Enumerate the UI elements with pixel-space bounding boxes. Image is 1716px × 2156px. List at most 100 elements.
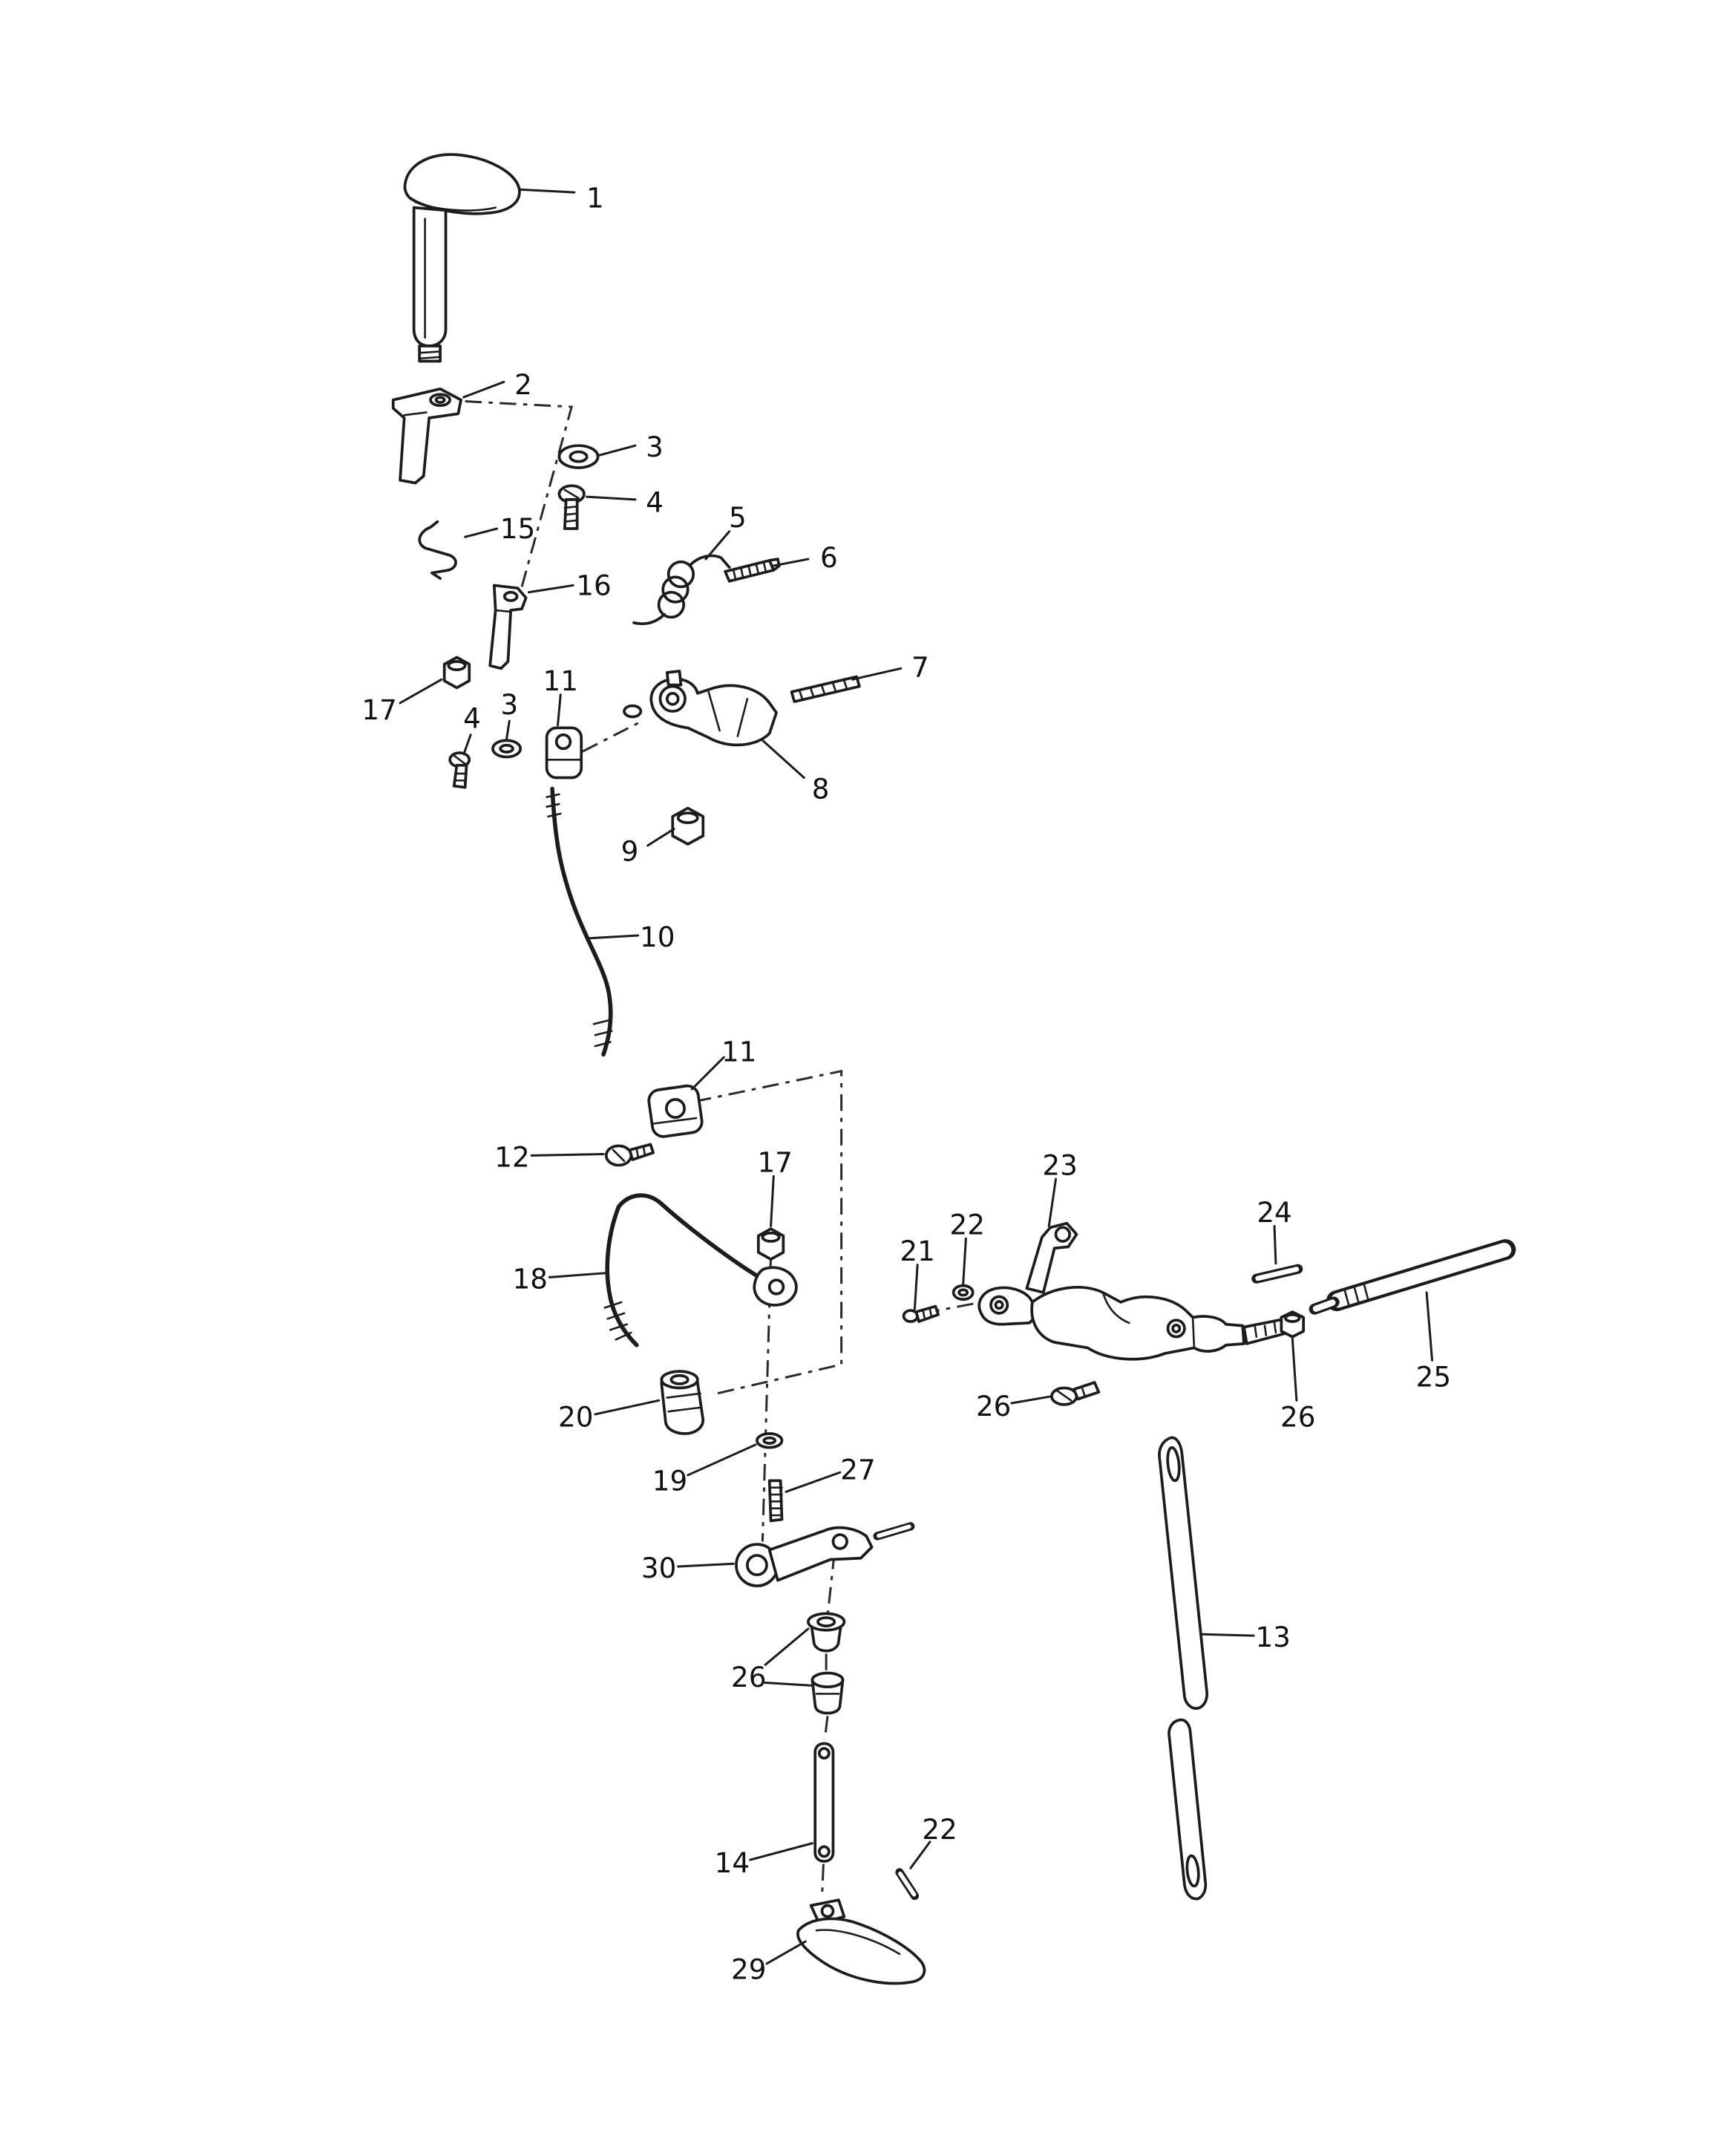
callout-19: 19 <box>652 1464 687 1497</box>
leader-line <box>1010 1395 1053 1405</box>
leader-lines <box>399 188 1434 1965</box>
leader-line <box>1425 1291 1434 1362</box>
part-shift-lever <box>623 670 778 747</box>
part-nut-upper <box>442 656 471 690</box>
construction-lines <box>465 400 975 1898</box>
part-connector-rod <box>813 1742 835 1863</box>
callout-9: 9 <box>621 834 639 867</box>
callout-27: 27 <box>840 1454 875 1486</box>
leader-line <box>527 584 574 594</box>
part-swivel-block-lower <box>647 1084 704 1138</box>
callout-21: 21 <box>900 1235 934 1267</box>
leader-line <box>462 734 472 756</box>
part-shift-bracket <box>977 1286 1290 1361</box>
leader-line <box>588 934 640 940</box>
callout-25: 25 <box>1416 1361 1451 1394</box>
part-screw-second <box>448 751 471 789</box>
callout-17-b: 17 <box>757 1146 792 1179</box>
leader-line <box>464 527 499 538</box>
part-shift-rod <box>1309 1239 1516 1315</box>
callout-11-a: 11 <box>543 664 578 697</box>
leader-line <box>594 1399 661 1416</box>
callout-22-b: 22 <box>922 1813 957 1846</box>
leader-line <box>770 558 810 567</box>
callout-14: 14 <box>715 1846 750 1879</box>
leader-line <box>1047 1177 1058 1227</box>
callout-17-a: 17 <box>361 693 396 726</box>
part-bent-link <box>603 1193 798 1348</box>
part-screw-upper <box>557 484 586 530</box>
callout-3-b: 3 <box>500 688 518 721</box>
leader-line <box>690 1056 725 1091</box>
part-upper-lever <box>1025 1221 1078 1294</box>
callout-16: 16 <box>576 569 611 601</box>
callout-30: 30 <box>641 1552 676 1584</box>
part-torsion-spring <box>632 554 731 626</box>
callout-29: 29 <box>731 1953 766 1985</box>
part-washer-second <box>491 739 523 759</box>
leader-line <box>519 188 576 194</box>
leader-line <box>909 1840 931 1869</box>
callout-3-a: 3 <box>646 431 664 463</box>
leader-line <box>557 693 562 727</box>
callout-24: 24 <box>1257 1196 1291 1229</box>
leader-line <box>677 1562 735 1568</box>
leader-line <box>962 1237 967 1286</box>
leader-line <box>704 530 731 561</box>
leader-line <box>687 1443 757 1477</box>
leader-line <box>597 444 637 457</box>
part-link-rod <box>546 786 613 1057</box>
part-bushing <box>810 1671 845 1715</box>
part-washer-small <box>756 1432 784 1449</box>
callout-8: 8 <box>812 772 830 805</box>
part-threaded-screw <box>724 558 781 583</box>
part-threaded-rod <box>790 675 861 703</box>
leader-line <box>586 495 637 501</box>
part-small-bolt <box>902 1304 940 1323</box>
callout-4-a: 4 <box>646 486 664 519</box>
part-screw-block <box>604 1143 655 1167</box>
callout-6: 6 <box>820 541 838 574</box>
leader-line <box>505 719 511 740</box>
leader-line <box>749 1842 813 1861</box>
callout-18: 18 <box>513 1262 548 1295</box>
leader-line <box>1201 1633 1255 1637</box>
leader-line <box>646 828 675 847</box>
part-pin <box>1251 1264 1303 1284</box>
callout-labels: 1 2 3 4 15 16 5 6 17 4 3 11 7 8 9 10 11 … <box>361 182 1451 1986</box>
part-bolt-under-casting <box>1050 1381 1101 1406</box>
part-spring-clip <box>418 520 457 580</box>
part-handle-assembly <box>403 153 521 363</box>
callout-26-b: 26 <box>976 1390 1011 1422</box>
leader-line <box>1273 1224 1277 1265</box>
callout-26-a: 26 <box>1280 1401 1315 1434</box>
callout-15: 15 <box>500 512 535 545</box>
leader-line <box>530 1153 605 1157</box>
callout-10: 10 <box>640 921 675 953</box>
part-swivel-block-upper <box>545 726 583 780</box>
callout-2: 2 <box>514 368 532 401</box>
leader-line <box>1291 1336 1298 1402</box>
part-grommet <box>807 1612 846 1653</box>
callout-13: 13 <box>1255 1621 1290 1653</box>
leader-line <box>399 678 443 705</box>
part-washer-upper <box>557 444 600 469</box>
part-nut-rod <box>1280 1310 1306 1339</box>
callout-4-b: 4 <box>463 702 481 734</box>
callout-12: 12 <box>494 1140 529 1173</box>
callout-5: 5 <box>729 501 747 534</box>
callout-1: 1 <box>586 182 604 215</box>
part-lower-lever <box>796 1898 926 1985</box>
leader-line <box>913 1264 919 1310</box>
part-nut-mid <box>671 806 705 846</box>
leader-line <box>462 380 505 399</box>
callout-22-a: 22 <box>950 1209 985 1241</box>
leader-line <box>764 1682 813 1687</box>
part-washer-lever <box>952 1284 975 1301</box>
leader-line <box>764 1627 810 1666</box>
callout-20: 20 <box>558 1401 593 1434</box>
leader-line <box>548 1272 606 1278</box>
part-cotter-pin <box>895 1868 920 1901</box>
